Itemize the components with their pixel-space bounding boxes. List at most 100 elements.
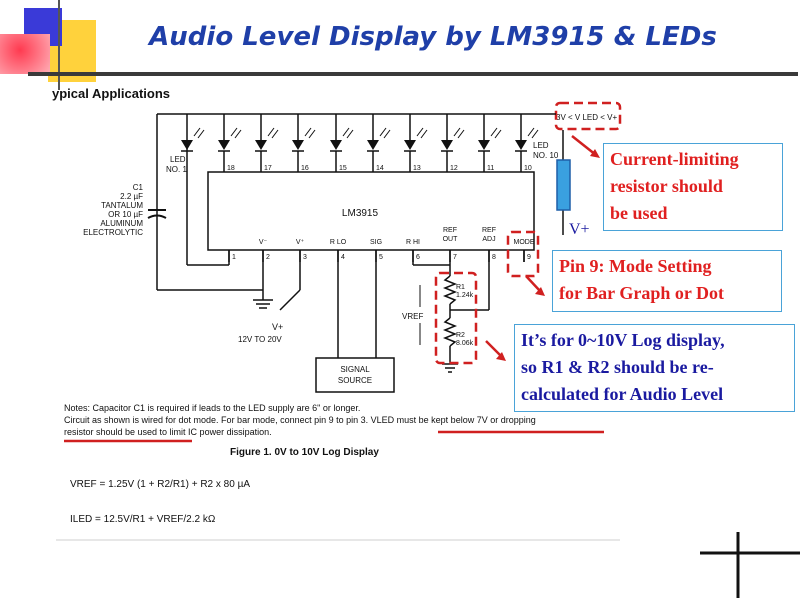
callout-log-display-line-3: calculated for Audio Level bbox=[521, 384, 724, 404]
led-2 bbox=[218, 114, 242, 172]
r2-label-2: 8.06k bbox=[456, 340, 474, 347]
led-first-label-1: LED bbox=[170, 155, 186, 164]
led-first-label-2: NO. 1 bbox=[166, 165, 187, 174]
ic-pin-number: 4 bbox=[341, 254, 345, 261]
arrow-log bbox=[485, 340, 506, 361]
led-pin-number: 16 bbox=[301, 165, 309, 172]
led-7 bbox=[404, 114, 428, 172]
led-pin-number: 15 bbox=[339, 165, 347, 172]
ic-pin-label: REF bbox=[482, 227, 496, 234]
ic-pin-label: OUT bbox=[443, 236, 459, 243]
ic-pin-label: MODE bbox=[514, 239, 535, 246]
led-1 bbox=[181, 127, 205, 152]
arrow-resistor bbox=[571, 135, 600, 158]
svg-text:OR 10 µF: OR 10 µF bbox=[108, 210, 143, 219]
ic-pin-number: 8 bbox=[492, 254, 496, 261]
svg-text:C1: C1 bbox=[133, 183, 144, 192]
callout-current-limiting-line-3: be used bbox=[610, 203, 668, 223]
supply-wire-b bbox=[279, 289, 301, 311]
callout-log-display-line-2: so R1 & R2 should be re- bbox=[521, 357, 714, 377]
ic-pin-label: V⁺ bbox=[296, 239, 305, 246]
notes-line-3: resistor should be used to limit IC powe… bbox=[64, 427, 272, 437]
callout-current-limiting-line-2: resistor should bbox=[610, 176, 723, 196]
title-rule bbox=[28, 72, 798, 76]
arrow-mode bbox=[525, 275, 545, 296]
led-6 bbox=[367, 114, 391, 172]
mode-highlight bbox=[506, 230, 540, 278]
ic-pin-number: 1 bbox=[232, 254, 236, 261]
ic-pin-label: REF bbox=[443, 227, 457, 234]
callout-current-limiting-line-1: Current-limiting bbox=[610, 149, 739, 169]
deco-square-pink bbox=[0, 34, 50, 74]
led-pin-number: 13 bbox=[413, 165, 421, 172]
led-pin-numbers: 18 17 16 15 14 13 12 11 10 bbox=[227, 165, 532, 172]
led-pin-number: 12 bbox=[450, 165, 458, 172]
svg-text:TANTALUM: TANTALUM bbox=[101, 201, 143, 210]
callout-mode-setting-line-1: Pin 9: Mode Setting bbox=[559, 256, 712, 276]
callout-mode-setting-line-2: for Bar Graph or Dot bbox=[559, 283, 724, 303]
callout-log-display: It’s for 0~10V Log display, so R1 & R2 s… bbox=[514, 324, 795, 412]
r1-label-2: 1.24k bbox=[456, 292, 474, 299]
r2-ground-symbol bbox=[442, 363, 458, 373]
ic-pin-label: ADJ bbox=[482, 236, 495, 243]
ic-pin-label: R LO bbox=[330, 239, 347, 246]
vled-label: 3V < V LED < V+ bbox=[556, 113, 617, 122]
signal-source-box bbox=[315, 357, 395, 393]
vref-equation: VREF = 1.25V (1 + R2/R1) + R2 x 80 µA bbox=[70, 479, 250, 490]
led-8 bbox=[441, 114, 465, 172]
callout-mode-setting: Pin 9: Mode Setting for Bar Graph or Dot bbox=[552, 250, 782, 312]
supply-label-2: 12V TO 20V bbox=[238, 335, 282, 344]
ic-pin-number: 5 bbox=[379, 254, 383, 261]
ic-bottom-pins: 1 2 3 4 5 6 7 8 9 bbox=[228, 250, 531, 262]
supply-label-1: V+ bbox=[272, 322, 283, 332]
vplus-resistor-label: V+ bbox=[569, 221, 590, 238]
slide-title: Audio Level Display by LM3915 & LEDs bbox=[149, 22, 717, 52]
led-pin-number: 11 bbox=[487, 165, 494, 172]
r2-label-1: R2 bbox=[456, 332, 465, 339]
r1-label-1: R1 bbox=[456, 284, 465, 291]
ic-pin-label: V⁻ bbox=[259, 239, 268, 246]
resistor-r2 bbox=[442, 317, 458, 347]
notes-line-1: Notes: Capacitor C1 is required if leads… bbox=[64, 403, 360, 413]
iled-equation: ILED = 12.5V/R1 + VREF/2.2 kΩ bbox=[70, 514, 216, 525]
notes-line-2: Circuit as shown is wired for dot mode. … bbox=[64, 415, 536, 425]
led-last-label-1: LED bbox=[533, 141, 549, 150]
ic-pin-labels: V⁻ V⁺ R LO SIG R HI REF OUT REF ADJ MODE bbox=[259, 227, 535, 246]
ic-body bbox=[207, 171, 535, 251]
ic-pin-number: 2 bbox=[266, 254, 270, 261]
led-5 bbox=[330, 114, 354, 172]
led-pin-number: 14 bbox=[376, 165, 384, 172]
ic-pin-number: 6 bbox=[416, 254, 420, 261]
led-last-label-2: NO. 10 bbox=[533, 151, 559, 160]
signal-source-label-1: SIGNAL bbox=[340, 365, 370, 374]
led-array bbox=[181, 114, 539, 172]
ic-pin-number: 7 bbox=[453, 254, 457, 261]
led-pin-number: 10 bbox=[524, 165, 532, 172]
led-pin-number: 17 bbox=[264, 165, 272, 172]
capacitor-label: C1 2.2 µF TANTALUM OR 10 µF ALUMINUM ELE… bbox=[83, 183, 143, 237]
resistor-r1 bbox=[442, 275, 458, 305]
schematic-heading: ypical Applications bbox=[52, 86, 170, 101]
ic-pin-number: 9 bbox=[527, 254, 531, 261]
svg-text:ELECTROLYTIC: ELECTROLYTIC bbox=[83, 228, 143, 237]
current-limit-resistor bbox=[556, 159, 571, 211]
ic-pin-label: SIG bbox=[370, 239, 382, 246]
ic-pin-label: R HI bbox=[406, 239, 420, 246]
ground-symbol bbox=[253, 299, 273, 309]
ic-label: LM3915 bbox=[342, 208, 379, 219]
figure-caption: Figure 1. 0V to 10V Log Display bbox=[230, 447, 379, 458]
vled-highlight-box bbox=[554, 101, 622, 131]
signal-source-label-2: SOURCE bbox=[338, 376, 372, 385]
cap-plate-bottom bbox=[147, 214, 167, 219]
svg-text:ALUMINUM: ALUMINUM bbox=[100, 219, 143, 228]
r-network-highlight bbox=[434, 271, 478, 365]
led-9 bbox=[478, 114, 502, 172]
svg-text:2.2 µF: 2.2 µF bbox=[120, 192, 143, 201]
ic-pin-number: 3 bbox=[303, 254, 307, 261]
vref-label: VREF bbox=[402, 312, 423, 321]
led-pin-number: 18 bbox=[227, 165, 235, 172]
deco-vline bbox=[58, 0, 60, 90]
led-10 bbox=[515, 114, 539, 172]
callout-current-limiting: Current-limiting resistor should be used bbox=[603, 143, 783, 231]
